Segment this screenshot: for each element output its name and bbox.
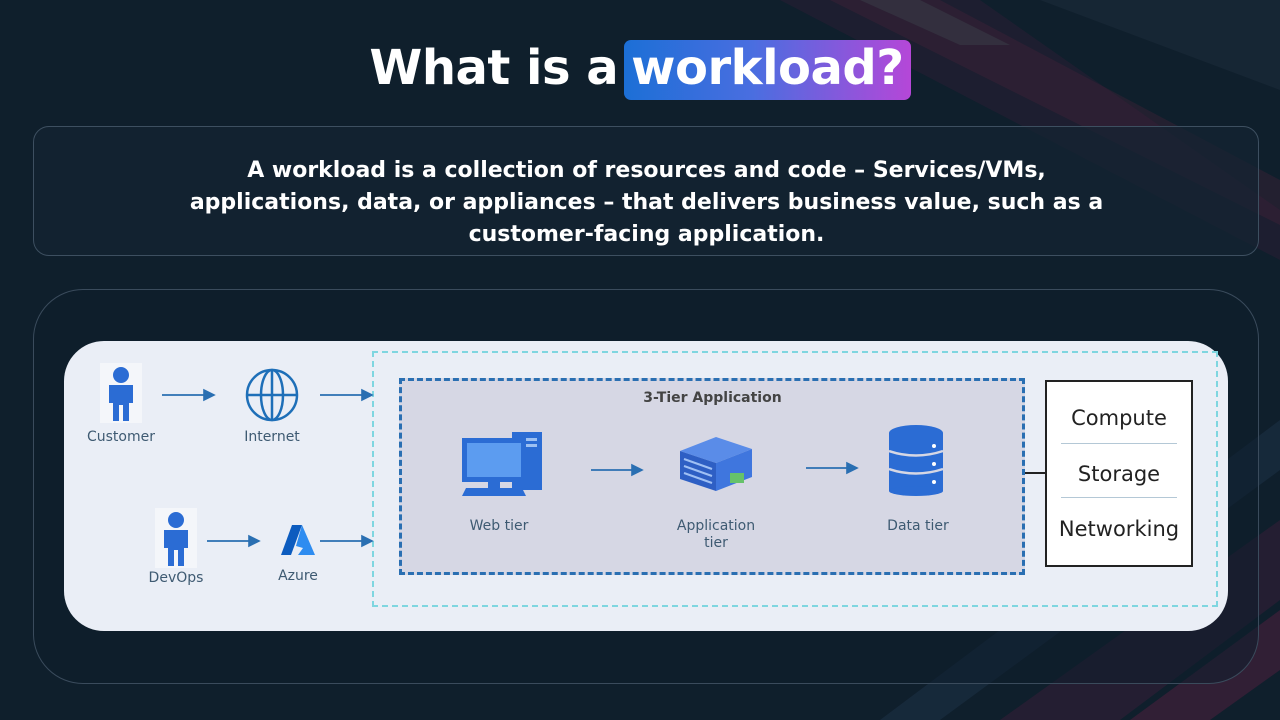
resource-networking: Networking [1058,517,1180,541]
monitor-icon [462,432,542,496]
resource-compute: Compute [1071,406,1167,430]
definition-box: A workload is a collection of resources … [33,126,1259,256]
azure-logo-icon [281,525,315,555]
resource-storage: Storage [1077,462,1161,486]
globe-icon [245,368,299,422]
resources-box: Compute Storage Networking [1045,380,1193,567]
person-icon [155,508,197,568]
server-icon [680,437,752,491]
database-icon [888,425,944,496]
resource-divider [1061,497,1177,498]
customer-label: Customer [86,429,155,445]
application-title: 3-Tier Application [643,390,782,406]
resource-divider [1061,443,1177,444]
data-tier-label: Data tier [887,518,949,534]
devops-label: DevOps [148,570,204,586]
person-icon [100,363,142,423]
web-tier-label: Web tier [469,518,529,534]
definition-text: A workload is a collection of resources … [189,158,1104,247]
title-highlight: workload? [624,40,911,100]
azure-label: Azure [278,568,318,584]
title-lead: What is a [369,40,619,96]
internet-label: Internet [244,429,300,445]
environment-boundary [372,351,1218,607]
application-tier-label: Application tier [676,518,756,551]
